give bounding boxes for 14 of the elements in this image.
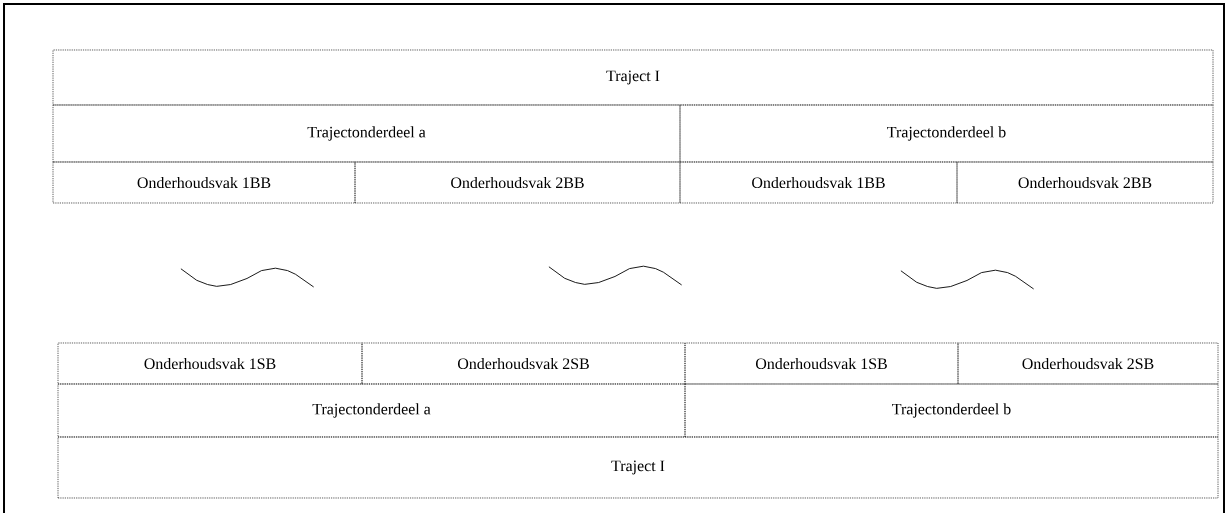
table-cell: Trajectonderdeel a <box>57 383 686 438</box>
table-cell: Traject I <box>52 49 1214 106</box>
table-cell: Onderhoudsvak 1SB <box>684 342 959 385</box>
table-cell: Onderhoudsvak 1BB <box>52 161 356 204</box>
table-cell: Onderhoudsvak 2SB <box>361 342 686 385</box>
table-cell: Onderhoudsvak 1SB <box>57 342 363 385</box>
table-cell: Onderhoudsvak 2BB <box>354 161 681 204</box>
table-cell: Onderhoudsvak 2BB <box>956 161 1214 204</box>
table-cell: Trajectonderdeel b <box>684 383 1219 438</box>
table-cell: Onderhoudsvak 1BB <box>679 161 958 204</box>
table-cell: Trajectonderdeel b <box>679 104 1214 163</box>
table-cell: Traject I <box>57 436 1219 499</box>
table-cell: Onderhoudsvak 2SB <box>957 342 1219 385</box>
table-cell: Trajectonderdeel a <box>52 104 681 163</box>
